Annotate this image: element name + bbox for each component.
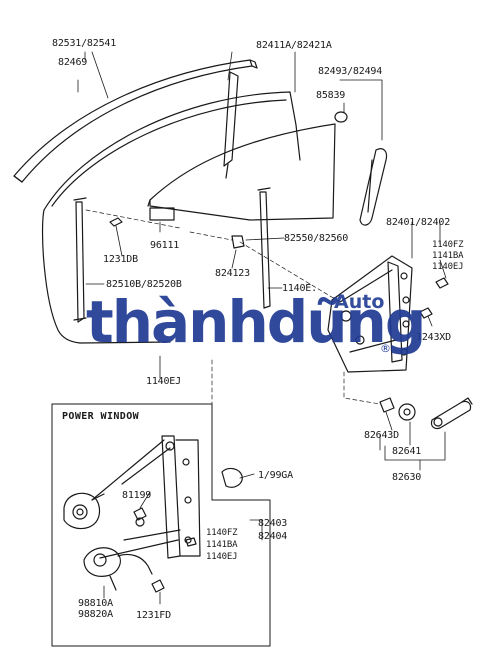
- power-window-title: POWER WINDOW: [62, 411, 140, 422]
- window-regulator: [327, 255, 413, 373]
- label-82630: 82630: [392, 472, 422, 483]
- bolt-1243xd: [419, 307, 433, 319]
- label-81199: 81199: [122, 490, 152, 501]
- label-82401: 82401/82402: [386, 217, 451, 228]
- label-85839: 85839: [316, 90, 346, 101]
- label-82493: 82493/82494: [318, 66, 383, 77]
- label-1799ga: 1/99GA: [258, 470, 293, 481]
- label-1140ej-a: 1140EJ: [432, 262, 464, 272]
- label-82641: 82641: [392, 446, 422, 457]
- label-82411a: 82411A/82421A: [256, 40, 332, 51]
- label-98810a: 98810A: [78, 598, 113, 609]
- label-82469: 82469: [58, 57, 88, 68]
- window-glass: [147, 123, 336, 221]
- watermark-sub: Auto: [334, 291, 385, 313]
- watermark-logo: thànhdũng: [86, 288, 426, 356]
- label-1140e: 1140E.: [282, 283, 317, 294]
- part-81199: [133, 507, 147, 521]
- part-82641: [398, 403, 416, 421]
- door-inner-frame: [41, 91, 301, 344]
- clip-1799ga: [221, 467, 243, 488]
- nut-824123: [231, 235, 245, 249]
- label-1243xd: 1243XD: [416, 332, 451, 343]
- power-window-regulator: [91, 435, 201, 559]
- label-1140ej-c: 1140EJ: [206, 552, 238, 562]
- bolt-1140fz: [435, 277, 449, 289]
- label-82531: 82531/82541: [52, 38, 117, 49]
- screw-1231fd: [151, 579, 165, 593]
- front-run-channel: [223, 71, 239, 179]
- label-82510b: 82510B/82520B: [106, 279, 182, 290]
- door-frame-weatherstrip: [13, 59, 258, 183]
- window-crank-82630: [430, 397, 473, 430]
- rear-guide-rail: [257, 187, 271, 309]
- motor-harness-98810a: [83, 547, 153, 591]
- part-82643d: [379, 397, 395, 413]
- rear-run-channel: [359, 148, 388, 226]
- label-82643d: 82643D: [364, 430, 399, 441]
- glass-label-96111: [149, 207, 175, 221]
- label-82403: 82403: [258, 518, 288, 529]
- label-96111: 96111: [150, 240, 180, 251]
- label-1141ba-a: 1141BA: [432, 251, 464, 261]
- label-1140ej-b: 1140EJ: [146, 376, 181, 387]
- leader-lines: [77, 51, 447, 541]
- label-82550: 82550/82560: [284, 233, 349, 244]
- label-824123: 824123: [215, 268, 250, 279]
- watermark-registered-icon: ®: [380, 342, 391, 355]
- label-1140fz-a: 1140FZ: [432, 240, 464, 250]
- label-1231fd: 1231FD: [136, 610, 171, 621]
- label-98820a: 98820A: [78, 609, 113, 620]
- label-1141ba-b: 1141BA: [206, 540, 238, 550]
- screw-1231db: [109, 217, 123, 227]
- bolt-1140fz-inset: [185, 537, 197, 547]
- label-1231db: 1231DB: [103, 254, 138, 265]
- clip-85839: [334, 111, 348, 123]
- label-1140fz-b: 1140FZ: [206, 528, 238, 538]
- window-motor: [63, 492, 105, 530]
- power-window-box: [51, 403, 271, 647]
- front-guide-rail: [73, 197, 87, 323]
- label-82404: 82404: [258, 531, 288, 542]
